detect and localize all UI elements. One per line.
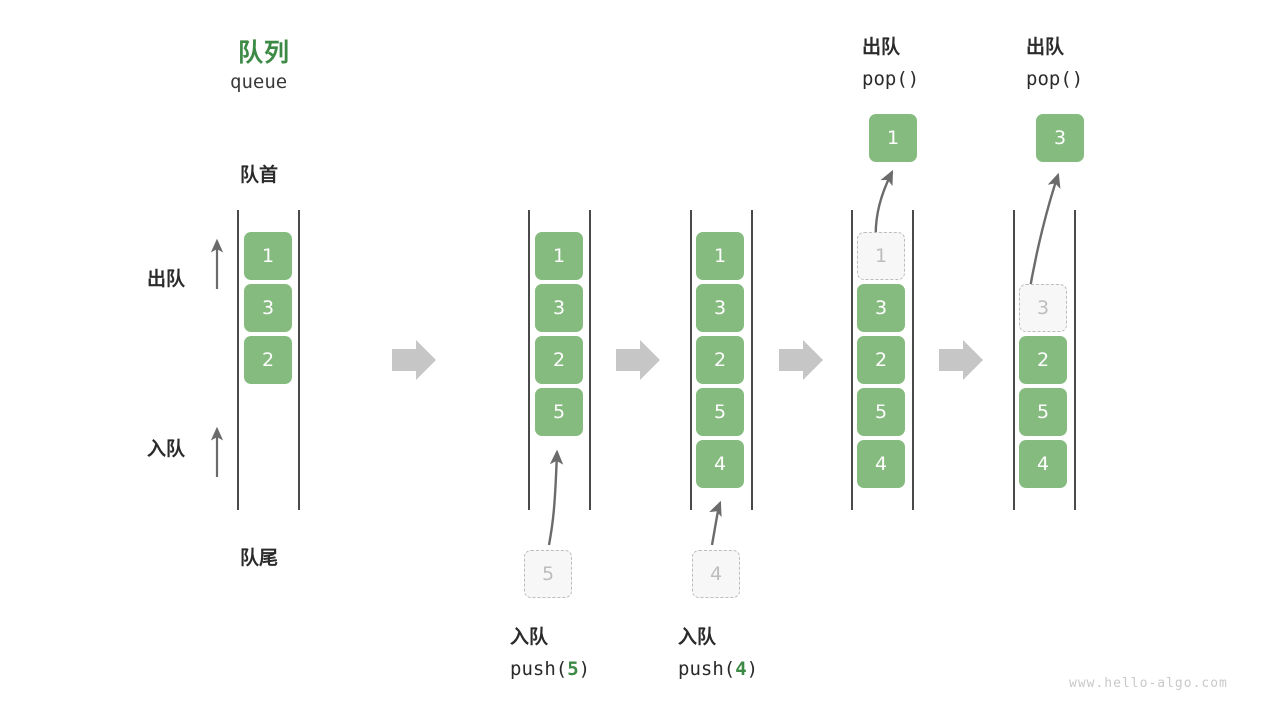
push-4-code-suffix: ) xyxy=(746,658,759,680)
popped-cell[interactable]: 1 xyxy=(869,114,917,162)
queue-rail-left xyxy=(1013,210,1015,510)
queue-rail-right xyxy=(751,210,753,510)
watermark: www.hello-algo.com xyxy=(1069,676,1228,691)
queue-cell[interactable]: 2 xyxy=(696,336,744,384)
push-4-code-arg: 4 xyxy=(735,658,747,680)
queue-rail-left xyxy=(528,210,530,510)
queue-cell[interactable]: 4 xyxy=(1019,440,1067,488)
queue-cell[interactable]: 5 xyxy=(857,388,905,436)
queue-cell[interactable]: 3 xyxy=(857,284,905,332)
flow-arrow-4[interactable] xyxy=(939,340,983,380)
flow-arrow-1[interactable] xyxy=(392,340,436,380)
queue-cell[interactable]: 5 xyxy=(535,388,583,436)
flow-arrow-3[interactable] xyxy=(779,340,823,380)
push-4-arrow xyxy=(709,500,722,546)
push-4-label-code: push(4) xyxy=(678,658,758,680)
push-5-code-suffix: ) xyxy=(578,658,591,680)
page-title-cn: 队列 xyxy=(238,38,291,67)
queue-cell[interactable]: 5 xyxy=(696,388,744,436)
queue-rail-right xyxy=(298,210,300,510)
pop-3-arrow xyxy=(1026,172,1061,301)
queue-cell[interactable]: 2 xyxy=(857,336,905,384)
push-4-code-prefix: push( xyxy=(678,658,736,680)
queue-cell[interactable]: 4 xyxy=(857,440,905,488)
queue-cell-ghost: 1 xyxy=(857,232,905,280)
push-5-code-prefix: push( xyxy=(510,658,568,680)
page-title-en: queue xyxy=(230,71,288,93)
queue-cell[interactable]: 4 xyxy=(696,440,744,488)
queue-cell[interactable]: 2 xyxy=(1019,336,1067,384)
queue-cell[interactable]: 2 xyxy=(244,336,292,384)
queue-cell[interactable]: 3 xyxy=(535,284,583,332)
push-5-code-arg: 5 xyxy=(567,658,579,680)
push-5-arrow xyxy=(547,449,564,546)
pop-1-label-cn: 出队 xyxy=(862,36,901,58)
push-4-label-cn: 入队 xyxy=(678,626,717,648)
queue-cell[interactable]: 5 xyxy=(1019,388,1067,436)
queue-cell[interactable]: 3 xyxy=(696,284,744,332)
queue-rear-label: 队尾 xyxy=(240,547,279,569)
queue-rail-left xyxy=(851,210,853,510)
queue-cell[interactable]: 1 xyxy=(244,232,292,280)
popped-cell[interactable]: 3 xyxy=(1036,114,1084,162)
pop-3-label-code: pop() xyxy=(1026,68,1084,90)
incoming-ghost-cell: 5 xyxy=(524,550,572,598)
enqueue-axis-label: 入队 xyxy=(147,438,186,460)
push-5-label-cn: 入队 xyxy=(510,626,549,648)
pop-3-label-cn: 出队 xyxy=(1026,36,1065,58)
queue-cell[interactable]: 2 xyxy=(535,336,583,384)
queue-rail-left xyxy=(237,210,239,510)
flow-arrow-2[interactable] xyxy=(616,340,660,380)
incoming-ghost-cell: 4 xyxy=(692,550,740,598)
queue-cell[interactable]: 3 xyxy=(244,284,292,332)
queue-cell[interactable]: 1 xyxy=(696,232,744,280)
pop-1-label-code: pop() xyxy=(862,68,920,90)
push-5-label-code: push(5) xyxy=(510,658,590,680)
queue-rail-right xyxy=(589,210,591,510)
dequeue-axis-label: 出队 xyxy=(147,268,186,290)
queue-cell-ghost: 3 xyxy=(1019,284,1067,332)
queue-rail-right xyxy=(1074,210,1076,510)
queue-cell[interactable]: 1 xyxy=(535,232,583,280)
queue-rail-left xyxy=(690,210,692,510)
queue-rail-right xyxy=(912,210,914,510)
queue-front-label: 队首 xyxy=(240,164,279,186)
